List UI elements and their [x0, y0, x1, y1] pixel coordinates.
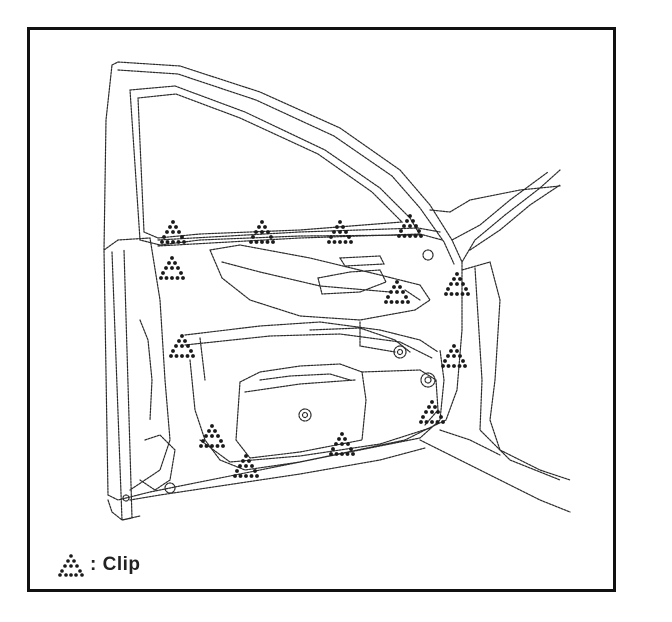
- clip-markers: [159, 214, 470, 478]
- clip-marker: [199, 424, 225, 448]
- clip-triangle-icon: [58, 554, 84, 577]
- clip-marker: [441, 344, 467, 368]
- clip-marker: [159, 256, 185, 280]
- clip-marker: [444, 272, 470, 296]
- clip-marker: [160, 220, 186, 244]
- legend-label: : Clip: [90, 554, 141, 575]
- clip-marker: [397, 214, 423, 238]
- clip-marker: [329, 432, 355, 456]
- clip-marker: [327, 220, 353, 244]
- clip-marker: [169, 334, 195, 358]
- legend: : Clip: [56, 552, 141, 578]
- clip-marker: [233, 454, 259, 478]
- clip-marker: [249, 220, 275, 244]
- door-outline: [103, 61, 571, 521]
- clip-marker: [419, 400, 445, 424]
- clip-marker: [384, 280, 410, 304]
